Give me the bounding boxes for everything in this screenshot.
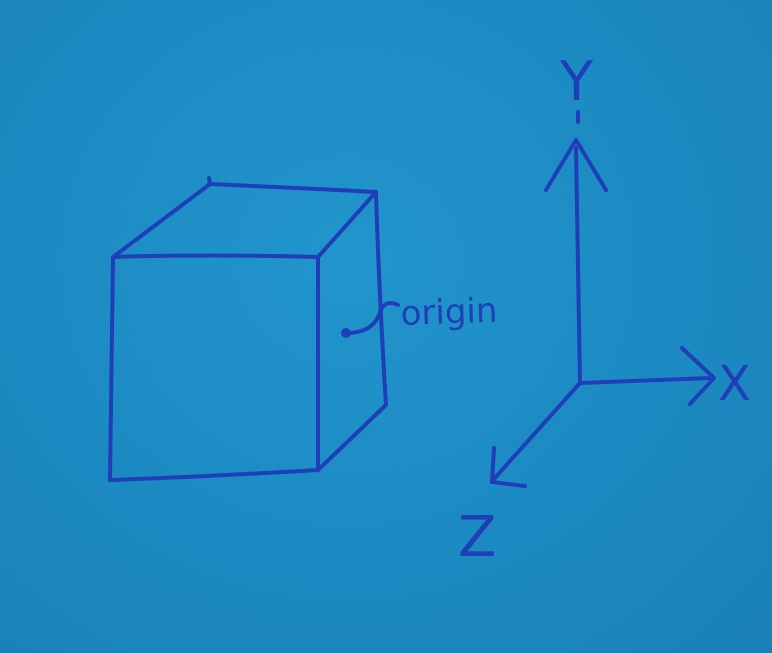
origin-label: origin (400, 291, 498, 334)
z-axis-arrowhead (490, 446, 527, 488)
origin-marker: origin (341, 291, 498, 338)
cube-top-face (111, 182, 378, 259)
cube-front-face (108, 253, 320, 482)
x-axis-arrowhead (680, 346, 716, 406)
y-axis-label: Y (559, 50, 594, 113)
x-axis-line (578, 376, 714, 385)
z-axis-label: Z (458, 505, 496, 570)
cube-corner-tick (207, 176, 212, 186)
axes: Y X Z (458, 50, 751, 570)
origin-leader-line (344, 301, 400, 335)
x-axis-label: X (718, 356, 751, 412)
y-axis-line (574, 146, 582, 385)
z-axis-line (491, 381, 582, 482)
y-axis-arrowhead (544, 138, 608, 192)
